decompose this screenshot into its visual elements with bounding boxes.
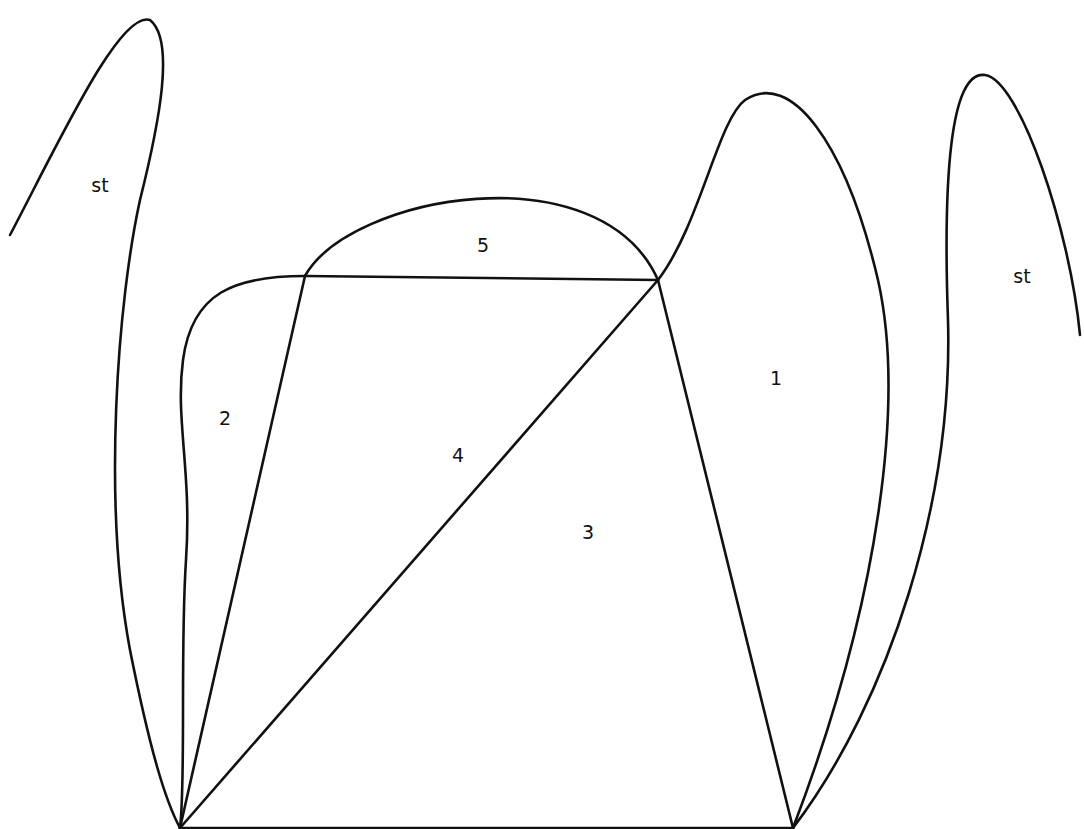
callout-number: 1 — [770, 369, 782, 388]
base-line — [180, 827, 793, 829]
right-line — [658, 280, 793, 828]
callout-number: 4 — [452, 446, 464, 465]
region-5-arc — [305, 198, 658, 280]
callout-number: 5 — [477, 236, 489, 255]
part-label: st — [1013, 267, 1030, 286]
region-1-outline — [658, 93, 888, 828]
part-label: st — [91, 176, 108, 195]
left-st-outline — [10, 19, 180, 828]
callout-number: 3 — [582, 523, 594, 542]
region-2-outline — [180, 276, 305, 828]
right-st-outline — [793, 75, 1080, 828]
diagonal-line — [180, 280, 658, 828]
callout-number: 2 — [219, 409, 231, 428]
left-line — [180, 276, 305, 828]
top-line — [305, 276, 658, 280]
